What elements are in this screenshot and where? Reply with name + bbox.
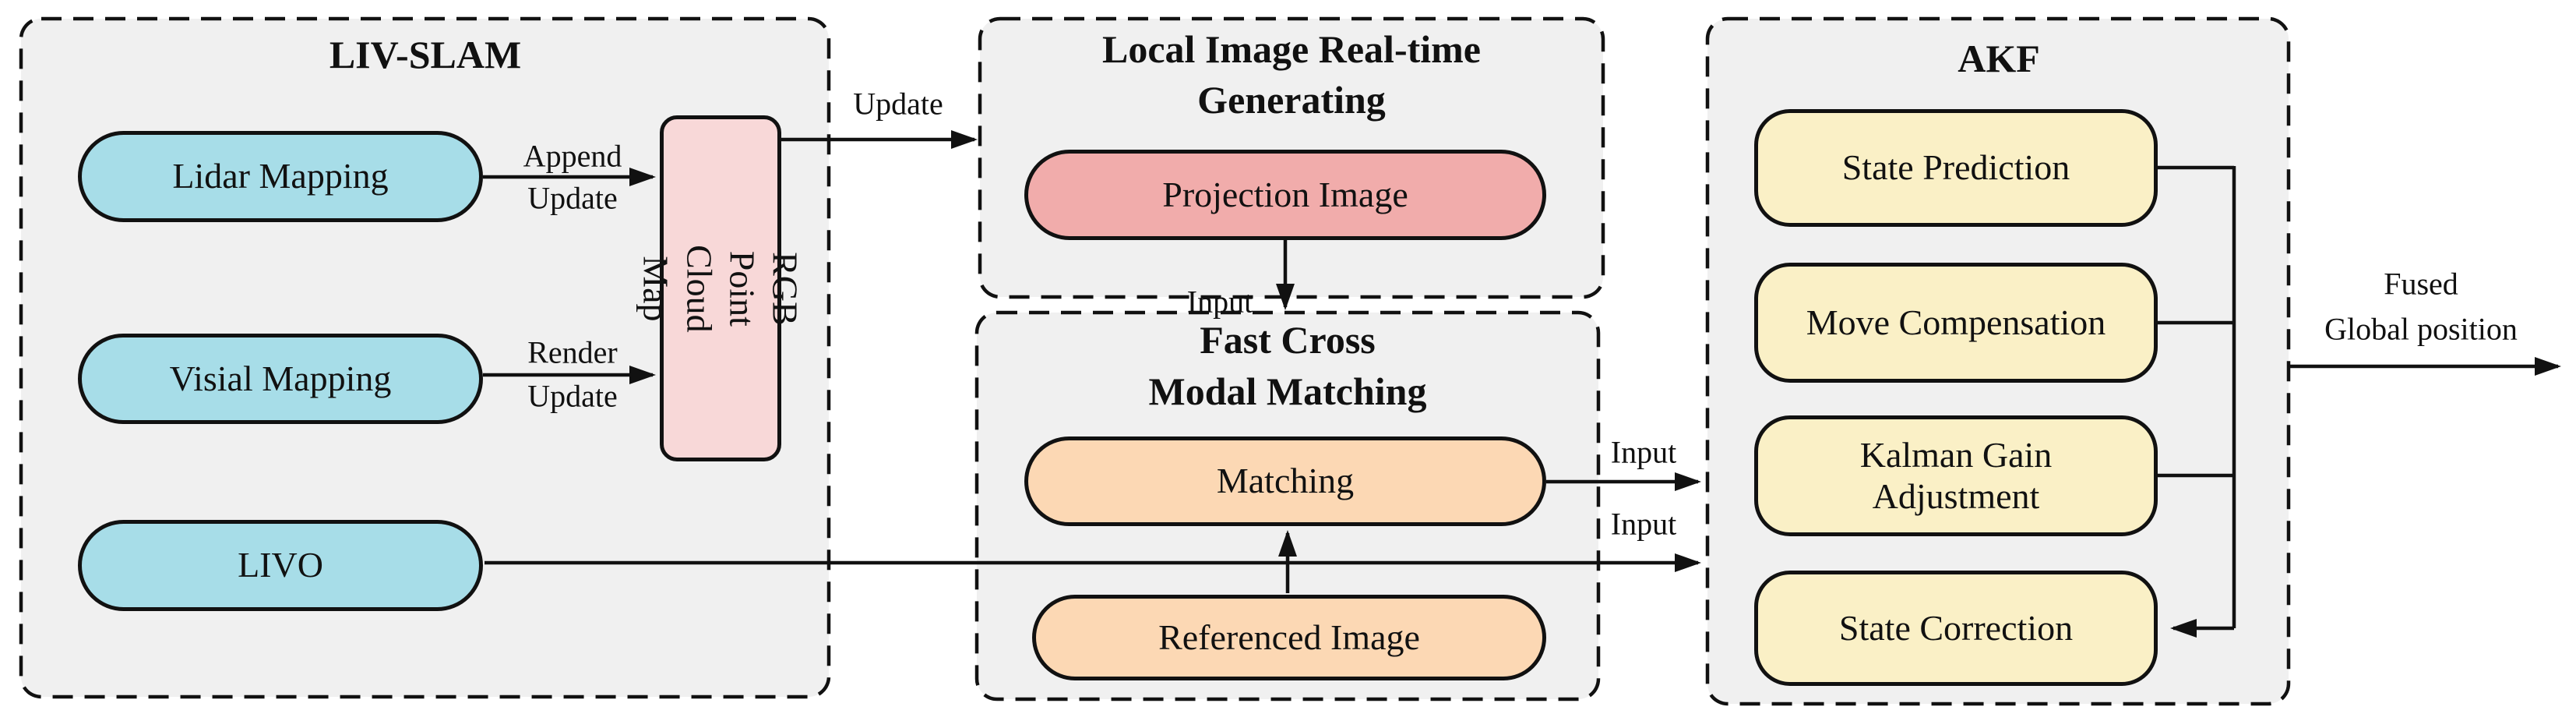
node-move-compensation: Move Compensation	[1754, 263, 2158, 383]
label-append-update: Update	[527, 180, 618, 216]
label-global-position: Global position	[2324, 311, 2518, 347]
node-visial-mapping: Visial Mapping	[78, 334, 483, 424]
node-kalman-gain-adjustment-label: Kalman Gain Adjustment	[1859, 434, 2053, 516]
panel-liv-slam-title: LIV-SLAM	[329, 33, 522, 76]
label-input-projection: Input	[1186, 284, 1253, 320]
node-move-compensation-label: Move Compensation	[1806, 302, 2106, 342]
node-state-prediction-label: State Prediction	[1841, 147, 2070, 188]
label-append: Append	[523, 138, 622, 174]
node-kalman-gain-adjustment: Kalman Gain Adjustment	[1754, 415, 2158, 536]
panel-local-image-title-line2: Generating	[1197, 78, 1386, 122]
node-matching: Matching	[1024, 436, 1546, 526]
label-fused: Fused	[2384, 266, 2458, 302]
node-livo: LIVO	[78, 520, 483, 611]
node-rgb-point-cloud-map-label: RGB Point Cloud Map	[636, 244, 805, 333]
panel-akf-title: AKF	[1958, 37, 2040, 80]
node-visial-mapping-label: Visial Mapping	[169, 358, 392, 398]
node-lidar-mapping-label: Lidar Mapping	[172, 156, 389, 196]
label-map-update: Update	[853, 86, 943, 122]
node-referenced-image: Referenced Image	[1032, 595, 1546, 680]
label-input-livo: Input	[1610, 506, 1677, 542]
panel-fast-cross-title-line1: Fast Cross	[1200, 318, 1376, 362]
panel-local-image-title-line1: Local Image Real-time	[1102, 27, 1481, 71]
label-render-update: Update	[527, 378, 618, 414]
panel-fast-cross-title-line2: Modal Matching	[1148, 369, 1427, 413]
node-state-correction: State Correction	[1754, 571, 2158, 686]
node-lidar-mapping: Lidar Mapping	[78, 131, 483, 222]
node-state-correction-label: State Correction	[1838, 607, 2074, 648]
label-render: Render	[527, 334, 618, 370]
node-referenced-image-label: Referenced Image	[1158, 617, 1420, 657]
node-projection-image-label: Projection Image	[1162, 174, 1408, 214]
node-livo-label: LIVO	[238, 545, 323, 585]
node-rgb-point-cloud-map: RGB Point Cloud Map	[636, 115, 805, 461]
label-input-matching: Input	[1610, 434, 1677, 470]
node-state-prediction: State Prediction	[1754, 109, 2158, 227]
node-matching-label: Matching	[1216, 461, 1355, 501]
node-projection-image: Projection Image	[1024, 150, 1546, 240]
